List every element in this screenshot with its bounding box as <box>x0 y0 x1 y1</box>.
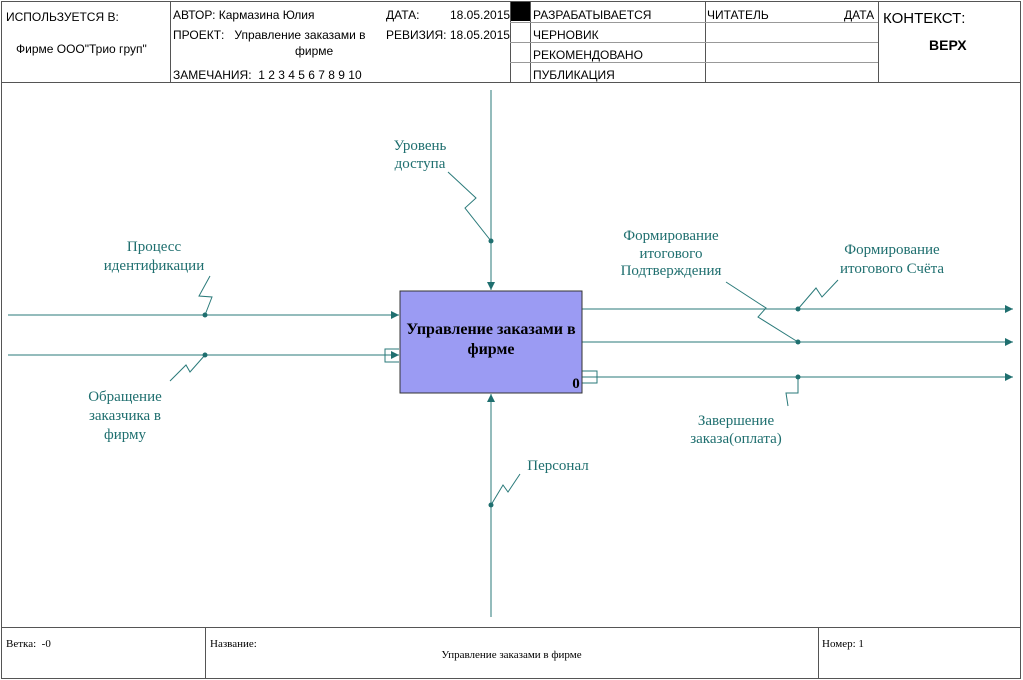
output3-label-2: заказа(оплата) <box>690 431 782 447</box>
function-number: 0 <box>572 376 580 392</box>
output2-label-3: Подтверждения <box>621 263 722 279</box>
reader-label: ЧИТАТЕЛЬ <box>707 8 769 22</box>
input1-label-2: идентификации <box>104 258 204 274</box>
node-label: Ветка: <box>6 638 37 650</box>
author-value: Кармазина Юлия <box>218 8 315 22</box>
title-label: Название: <box>210 638 257 650</box>
node-value: -0 <box>41 638 51 650</box>
output1-label: Формирование <box>844 242 940 258</box>
project-value-2: фирме <box>295 44 334 58</box>
date-label: ДАТА: <box>386 8 420 22</box>
control-label: Уровень <box>394 138 447 154</box>
function-box <box>399 290 583 394</box>
used-in-label: ИСПОЛЬЗУЕТСЯ В: <box>6 10 119 24</box>
notes-label: ЗАМЕЧАНИЯ: <box>173 68 252 82</box>
input2-label-2: заказчика в <box>89 408 161 424</box>
project-value: Управление заказами в <box>234 28 366 42</box>
input2-label-3: фирму <box>104 427 147 443</box>
context-value: ВЕРХ <box>929 37 967 53</box>
status-draft: ЧЕРНОВИК <box>533 28 599 42</box>
revision-label: РЕВИЗИЯ: <box>386 28 447 42</box>
output2-label: Формирование <box>623 228 719 244</box>
output2-label-2: итогового <box>640 246 703 262</box>
reader-date-label: ДАТА <box>844 8 875 22</box>
project-label: ПРОЕКТ: <box>173 28 225 42</box>
title-value: Управление заказами в фирме <box>441 649 582 661</box>
status-marker <box>511 2 530 21</box>
revision-value: 18.05.2015 <box>449 28 510 42</box>
input2-label: Обращение <box>88 389 162 405</box>
function-title-2: фирме <box>468 341 515 358</box>
number-value: 1 <box>858 638 864 650</box>
status-publication: ПУБЛИКАЦИЯ <box>533 68 615 82</box>
number-label: Номер: <box>822 638 856 650</box>
author-label: АВТОР: <box>173 8 216 22</box>
function-title: Управление заказами в <box>406 321 576 338</box>
control-label-2: доступа <box>395 156 446 172</box>
status-recommended: РЕКОМЕНДОВАНО <box>533 48 643 62</box>
used-in-value: Фирме ООО"Трио груп" <box>16 42 147 56</box>
mechanism-label: Персонал <box>527 458 589 474</box>
input1-label: Процесс <box>127 239 182 255</box>
notes-value: 1 2 3 4 5 6 7 8 9 10 <box>258 68 362 82</box>
status-working: РАЗРАБАТЫВАЕТСЯ <box>533 8 652 22</box>
context-label: КОНТЕКСТ: <box>883 10 966 27</box>
output1-label-2: итогового Счёта <box>840 261 944 277</box>
date-value: 18.05.2015 <box>450 8 511 22</box>
output3-label: Завершение <box>698 413 775 429</box>
